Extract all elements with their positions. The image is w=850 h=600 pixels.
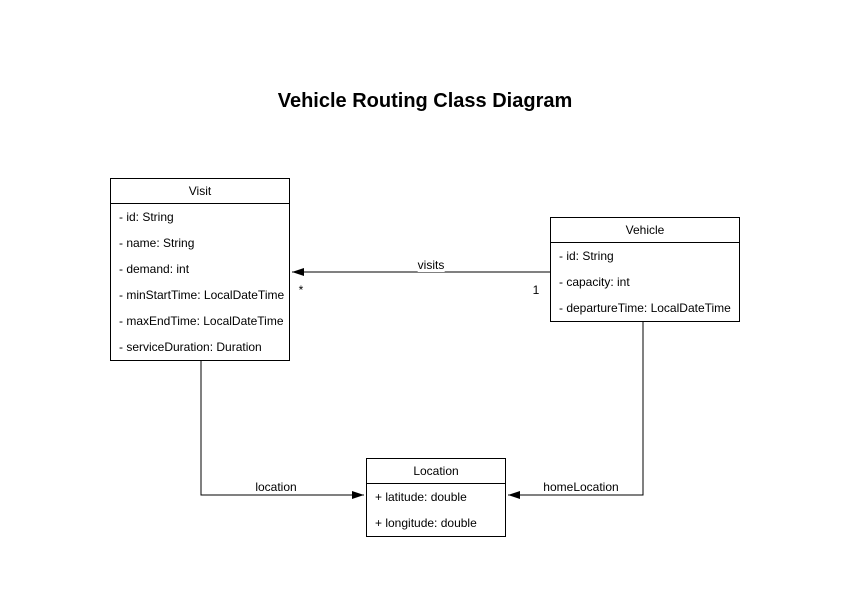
class-box-location[interactable]: Location + latitude: double + longitude:…	[366, 458, 506, 537]
class-attribute: + longitude: double	[375, 516, 477, 530]
home-location-edge[interactable]	[508, 322, 644, 499]
class-attribute: - demand: int	[119, 262, 190, 276]
diagram-title: Vehicle Routing Class Diagram	[277, 90, 573, 112]
class-name-vehicle: Vehicle	[551, 218, 739, 243]
edge-label-home-location[interactable]: homeLocation	[543, 480, 619, 494]
multiplicity-visit-side: *	[298, 283, 304, 297]
class-attribute: - id: String	[559, 249, 614, 263]
class-attribute: - departureTime: LocalDateTime	[559, 301, 731, 315]
class-box-visit[interactable]: Visit - id: String - name: String - dema…	[110, 178, 290, 361]
class-attribute: - minStartTime: LocalDateTime	[119, 288, 285, 302]
class-attribute: - maxEndTime: LocalDateTime	[119, 314, 284, 328]
class-name-location: Location	[367, 459, 505, 484]
edge-label-location[interactable]: location	[255, 480, 297, 494]
class-attribute: - capacity: int	[559, 275, 630, 289]
location-edge[interactable]	[200, 360, 364, 499]
class-attribute: - serviceDuration: Duration	[119, 340, 262, 354]
class-attribute: - name: String	[119, 236, 195, 250]
edge-label-visits[interactable]: visits	[417, 258, 445, 272]
class-box-vehicle[interactable]: Vehicle - id: String - capacity: int - d…	[550, 217, 740, 322]
class-name-visit: Visit	[111, 179, 289, 204]
class-attribute: + latitude: double	[375, 490, 467, 504]
multiplicity-vehicle-side: 1	[532, 283, 540, 297]
class-attribute: - id: String	[119, 210, 174, 224]
